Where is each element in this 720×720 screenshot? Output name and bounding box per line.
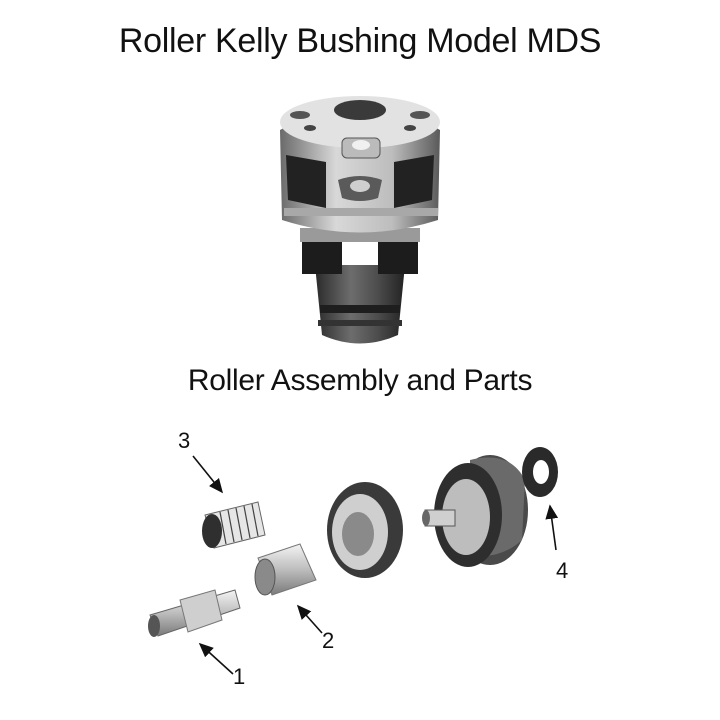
part-label-3: 3 [178, 428, 191, 453]
arrow-4 [545, 504, 559, 551]
part-1-shaft [148, 589, 241, 637]
part-label-2: 2 [322, 628, 335, 653]
roller-wheel [422, 455, 528, 567]
arrow-2 [296, 604, 323, 634]
arrow-3 [192, 455, 224, 494]
page-title: Roller Kelly Bushing Model MDS [118, 22, 602, 60]
kelly-bushing-image [280, 96, 440, 344]
roller-bearing-cup [327, 482, 403, 578]
part-label-1: 1 [233, 664, 246, 689]
arrow-1 [198, 642, 234, 675]
part-2-sleeve [254, 543, 317, 596]
part-label-4: 4 [556, 558, 569, 583]
roller-assembly-diagram [148, 447, 559, 675]
section-title: Roller Assembly and Parts [187, 364, 533, 397]
part-3-needle-bearing [202, 501, 266, 549]
part-4-washer [522, 447, 558, 497]
